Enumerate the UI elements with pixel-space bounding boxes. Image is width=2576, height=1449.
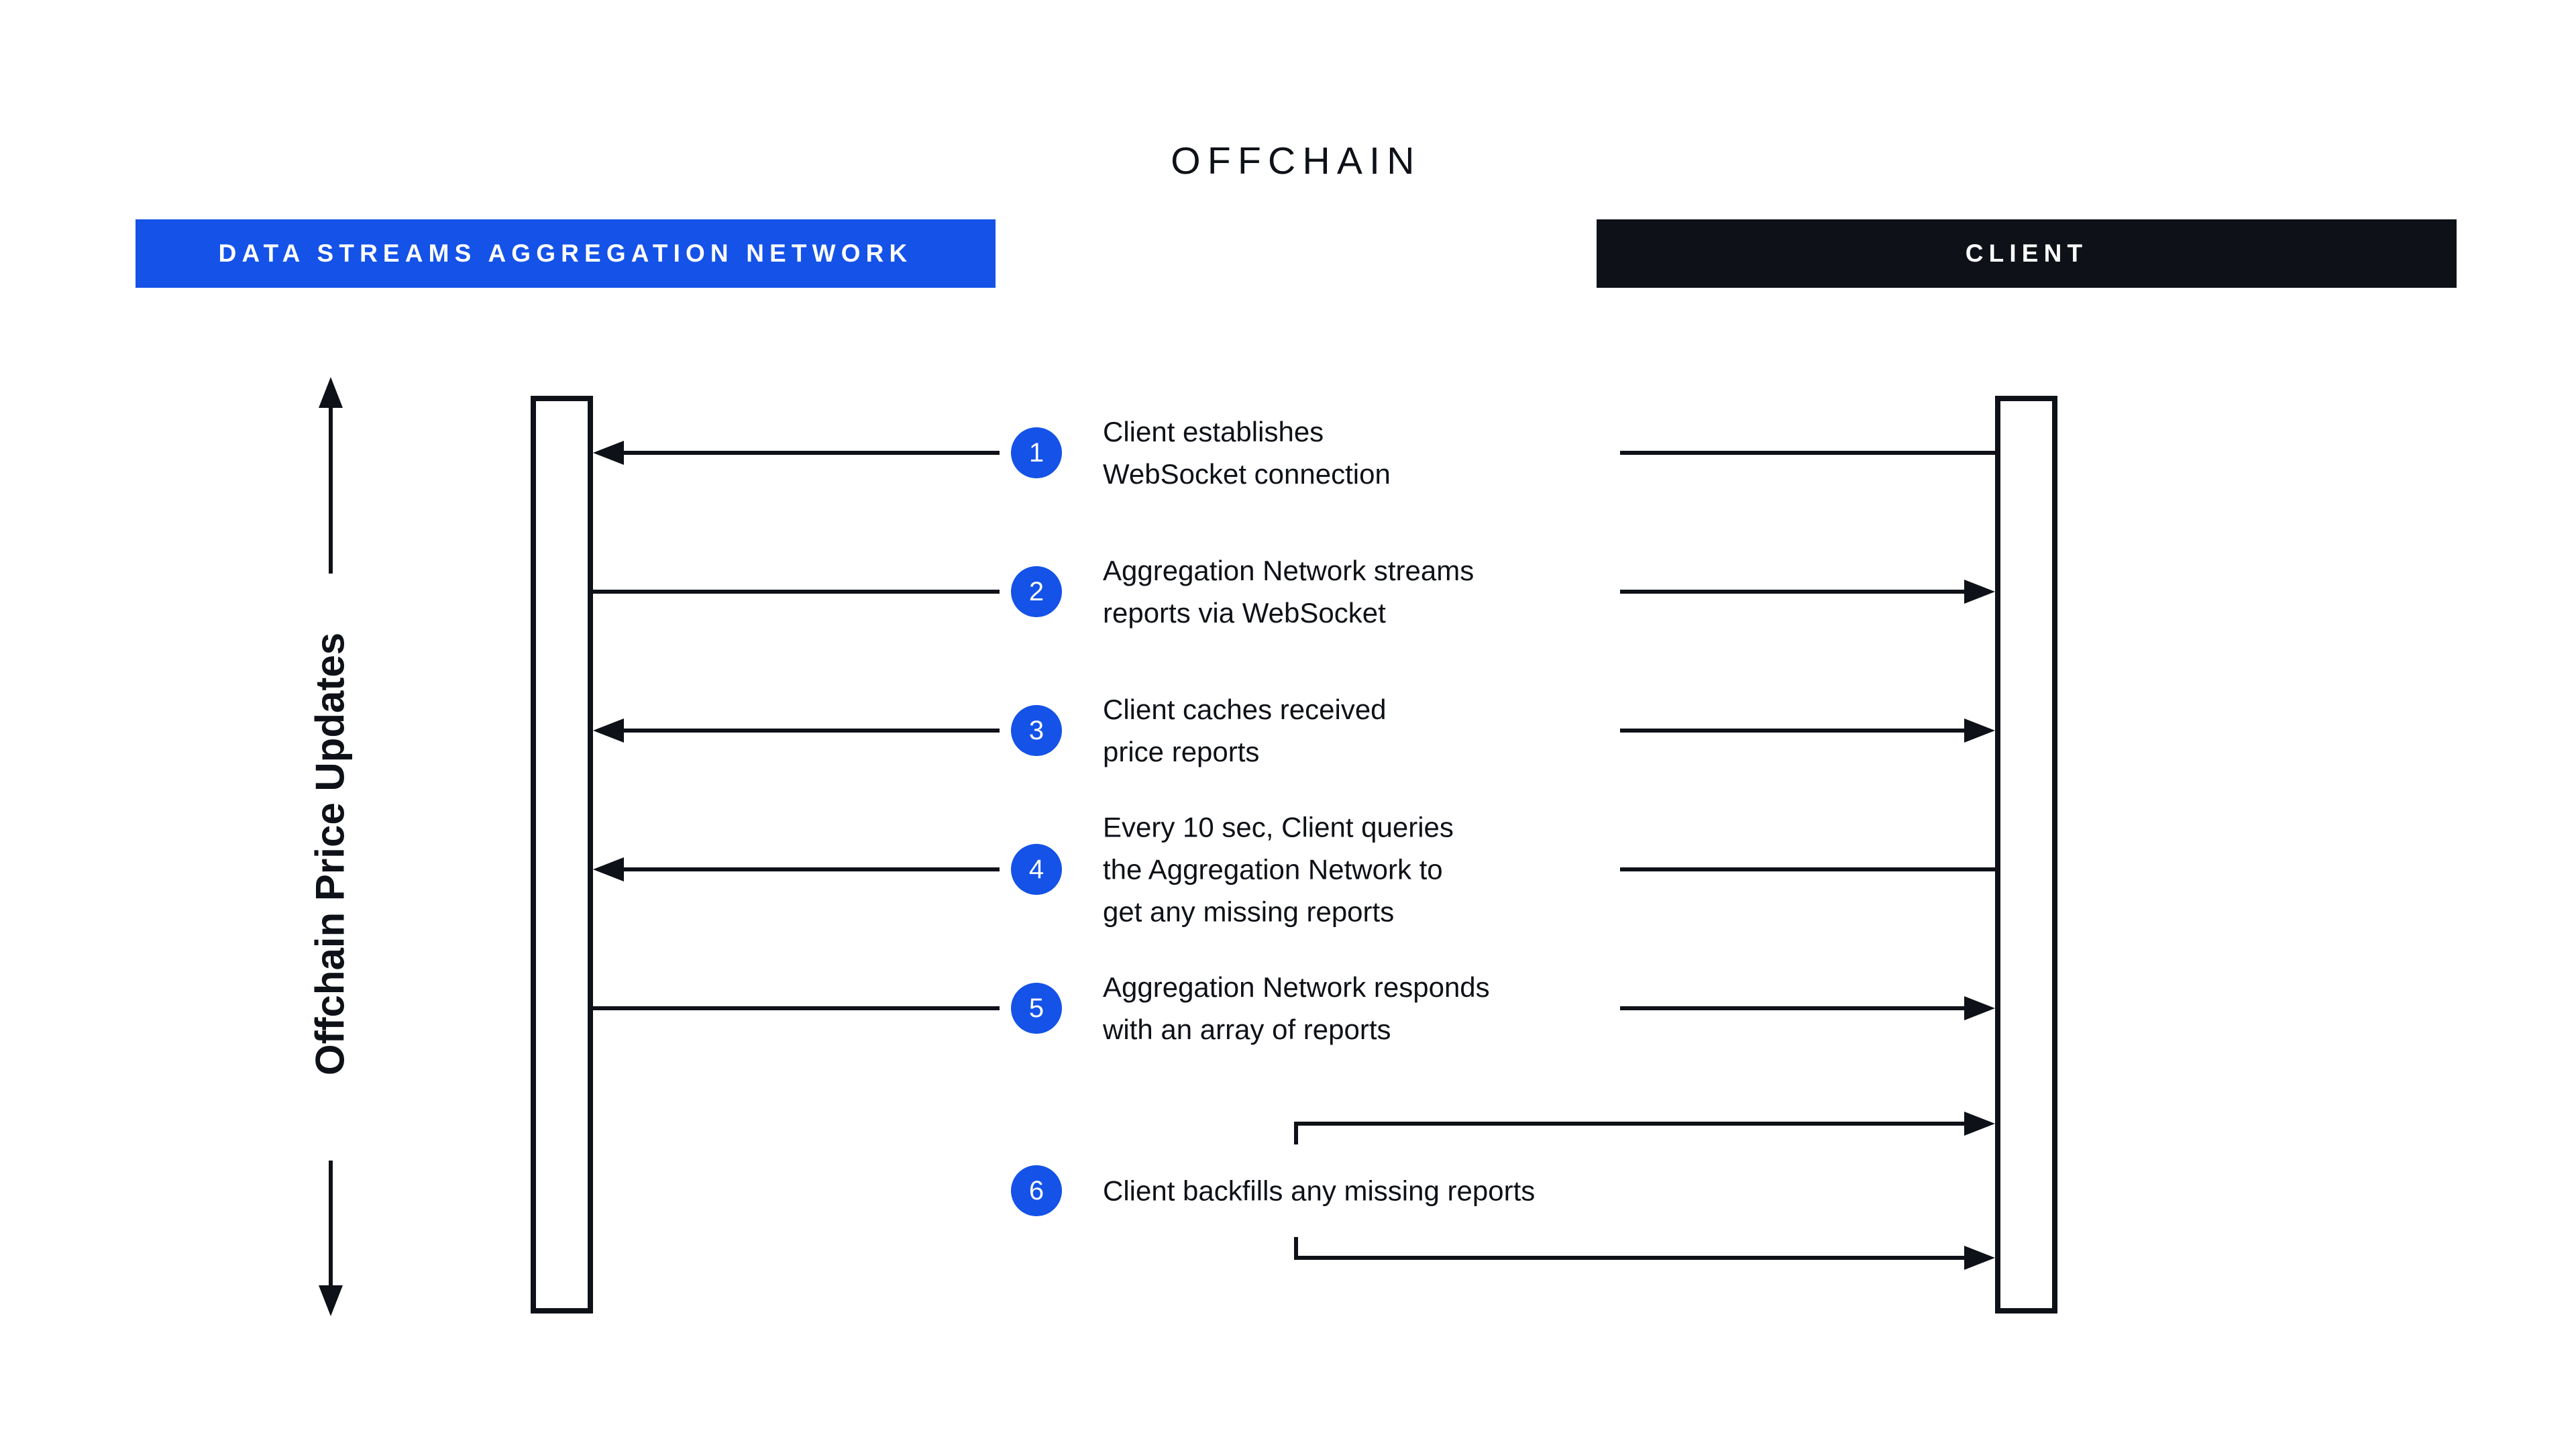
message-line-right-1 (1620, 451, 1995, 455)
arrow-down-icon (319, 1285, 343, 1316)
message-line-left-2 (593, 590, 1000, 594)
arrowhead-into-client-icon (1964, 718, 1995, 743)
lifeline-aggregation-network (531, 396, 593, 1313)
message-line-right-5 (1620, 1006, 1964, 1010)
side-arrow-lower-line (329, 1161, 333, 1287)
message-line-left-3 (621, 729, 1000, 733)
message-line-left-5 (593, 1006, 1000, 1010)
step-5-text: Aggregation Network responds with an arr… (1103, 971, 1490, 1045)
backfill-lower-line (1294, 1256, 1964, 1260)
step-4-text: Every 10 sec, Client queries the Aggrega… (1103, 811, 1454, 928)
message-line-right-4 (1620, 867, 1995, 871)
diagram-title: OFFCHAIN (1171, 140, 1421, 182)
step-5-number: 5 (1028, 993, 1044, 1023)
lifeline-client (1995, 396, 2057, 1313)
actor-label-client: CLIENT (1965, 239, 2088, 267)
step-4-badge: 4 (1011, 844, 1062, 895)
message-line-left-4 (621, 867, 1000, 871)
step-5-badge: 5 (1011, 983, 1062, 1034)
arrow-up-icon (319, 377, 343, 408)
side-arrow-upper-line (329, 405, 333, 574)
actor-bar-client: CLIENT (1597, 219, 2457, 288)
step-6-number: 6 (1028, 1175, 1044, 1205)
step-6-text: Client backfills any missing reports (1103, 1175, 1536, 1207)
step-6-badge: 6 (1011, 1165, 1062, 1216)
message-line-right-3 (1620, 729, 1964, 733)
arrowhead-into-network-icon (593, 857, 624, 881)
step-2-number: 2 (1028, 576, 1044, 606)
step-4-number: 4 (1028, 854, 1044, 884)
arrowhead-into-client-icon (1964, 1112, 1995, 1136)
step-3-number: 3 (1028, 715, 1044, 745)
step-3-badge: 3 (1011, 705, 1062, 756)
arrowhead-into-network-icon (593, 718, 624, 743)
message-line-left-1 (621, 451, 1000, 455)
message-line-right-2 (1620, 590, 1964, 594)
side-label-offchain-price-updates: Offchain Price Updates (307, 632, 353, 1076)
step-1-text: Client establishes WebSocket connection (1103, 416, 1391, 490)
arrowhead-into-network-icon (593, 441, 624, 465)
step-2-badge: 2 (1011, 566, 1062, 617)
backfill-upper-bracket-tail (1294, 1122, 1298, 1144)
actor-bar-aggregation-network: DATA STREAMS AGGREGATION NETWORK (136, 219, 996, 288)
backfill-lower-bracket-tail (1294, 1237, 1298, 1260)
step-1-badge: 1 (1011, 427, 1062, 478)
step-2-text: Aggregation Network streams reports via … (1103, 555, 1474, 629)
arrowhead-into-client-icon (1964, 996, 1995, 1020)
backfill-upper-line (1294, 1122, 1964, 1126)
arrowhead-into-client-icon (1964, 580, 1995, 604)
step-3-text: Client caches received price reports (1103, 694, 1387, 767)
step-1-number: 1 (1028, 437, 1044, 468)
arrowhead-into-client-icon (1964, 1246, 1995, 1270)
actor-label-aggregation-network: DATA STREAMS AGGREGATION NETWORK (218, 239, 913, 267)
